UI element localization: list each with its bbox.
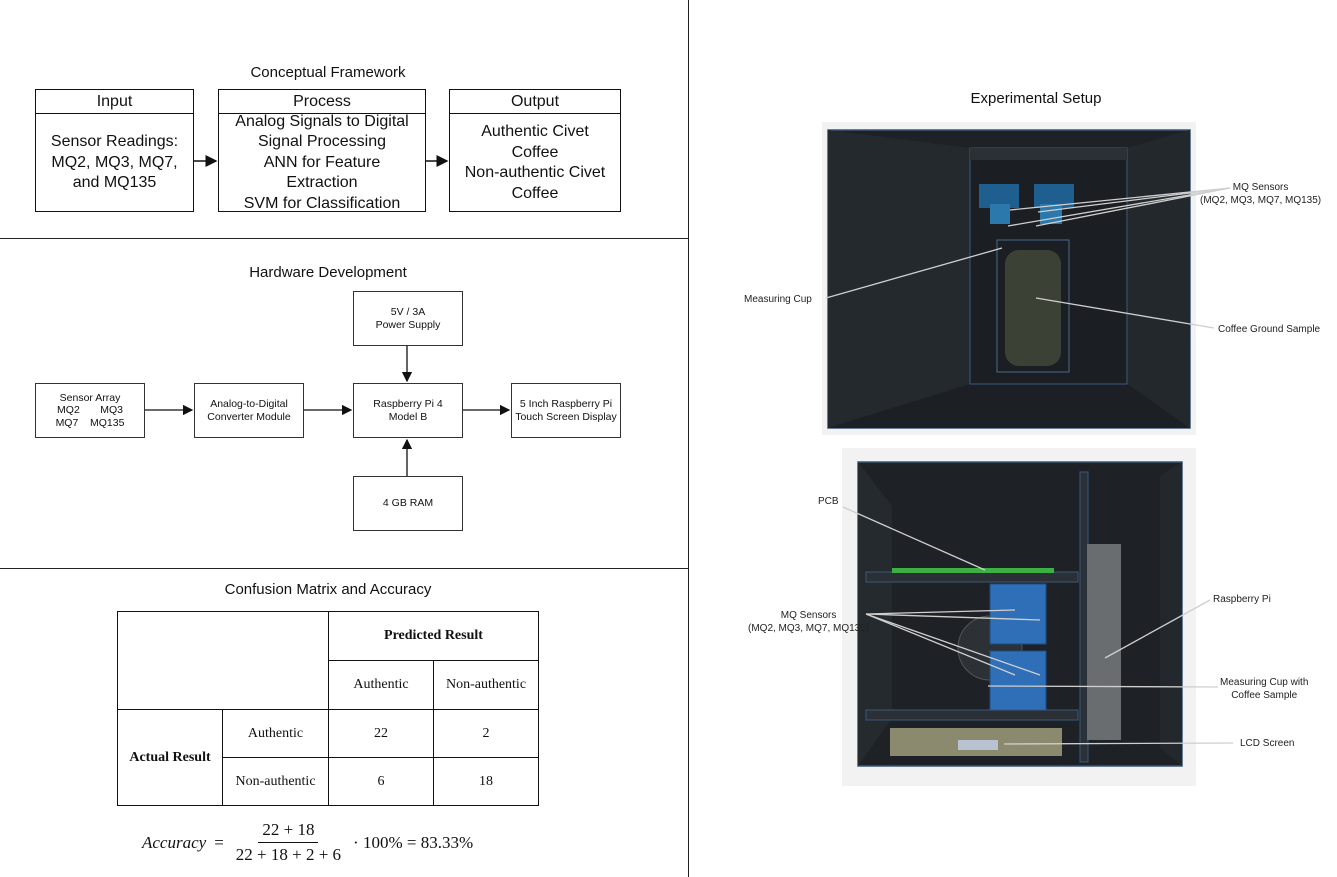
pi-line: Model B <box>388 410 428 423</box>
process-line: Analog Signals to Digital <box>235 114 409 130</box>
top-mq-sensors-label: MQ Sensors (MQ2, MQ3, MQ7, MQ135) <box>1200 181 1321 207</box>
label-line: Measuring Cup with <box>1220 677 1309 688</box>
top-measuring-cup-label: Measuring Cup <box>744 294 812 305</box>
confusion-matrix-table: Predicted Result Authentic Non-authentic… <box>117 611 539 806</box>
process-line: Signal Processing <box>257 133 387 151</box>
cell-tn: 18 <box>433 757 539 806</box>
fraction-denominator: 22 + 18 + 2 + 6 <box>235 845 342 864</box>
output-line: Coffee <box>511 143 559 161</box>
top-render-image <box>822 122 1196 435</box>
measuring-cup-coffee-label: Measuring Cup with Coffee Sample <box>1220 676 1308 702</box>
raspberry-pi-box: Raspberry Pi 4 Model B <box>353 383 463 438</box>
display-box: 5 Inch Raspberry Pi Touch Screen Display <box>511 383 621 438</box>
sensor-line: Sensor Array <box>59 391 121 404</box>
bottom-render-drawing <box>857 461 1183 767</box>
power-supply-box: 5V / 3A Power Supply <box>353 291 463 346</box>
fraction-numerator: 22 + 18 <box>258 820 319 843</box>
output-line: Non-authentic Civet <box>464 164 606 181</box>
cell-fp: 6 <box>328 757 434 806</box>
accuracy-result: · 100% = 83.33% <box>353 832 474 852</box>
vertical-divider <box>688 0 689 877</box>
process-line: SVM for Classification <box>243 194 401 212</box>
process-line: ANN for Feature <box>263 153 381 171</box>
input-box: Input Sensor Readings: MQ2, MQ3, MQ7, an… <box>35 89 194 212</box>
conceptual-framework-title: Conceptual Framework <box>250 64 406 81</box>
label-line: Coffee Sample <box>1231 690 1298 701</box>
empty-corner-cell <box>117 611 329 710</box>
adc-line: Analog-to-Digital <box>210 398 288 410</box>
power-line: Power Supply <box>375 318 441 331</box>
output-line: Authentic Civet <box>481 123 589 140</box>
label-line: (MQ2, MQ3, MQ7, MQ135) <box>748 623 870 634</box>
power-line: 5V / 3A <box>390 306 426 318</box>
lcd-screen-label: LCD Screen <box>1240 738 1295 749</box>
display-line: 5 Inch Raspberry Pi <box>519 398 613 410</box>
bottom-callout-lines <box>842 506 1234 745</box>
pi-line: Raspberry Pi 4 <box>373 398 443 410</box>
top-coffee-sample-label: Coffee Ground Sample <box>1218 324 1321 335</box>
experimental-setup-title: Experimental Setup <box>970 90 1102 107</box>
label-line: (MQ2, MQ3, MQ7, MQ135) <box>1200 195 1322 206</box>
ram-line: 4 GB RAM <box>382 497 434 510</box>
cell-tp: 22 <box>328 709 434 758</box>
accuracy-fraction: 22 + 18 22 + 18 + 2 + 6 <box>232 820 345 865</box>
predicted-authentic-header: Authentic <box>328 660 434 710</box>
bottom-mq-sensors-label: MQ Sensors (MQ2, MQ3, MQ7, MQ135) <box>748 609 869 635</box>
output-line: Coffee <box>511 184 559 202</box>
label-line: MQ Sensors <box>1232 182 1289 193</box>
bottom-render-image <box>842 448 1196 786</box>
cell-fn: 2 <box>433 709 539 758</box>
input-line: and MQ135 <box>72 174 157 192</box>
accuracy-label: Accuracy <box>142 832 207 852</box>
output-box-title: Output <box>450 90 620 114</box>
diagram-arrows <box>145 155 511 476</box>
predicted-nonauthentic-header: Non-authentic <box>433 660 539 710</box>
accuracy-formula: Accuracy = 22 + 18 22 + 18 + 2 + 6 · 100… <box>142 820 473 865</box>
raspberry-pi-label: Raspberry Pi <box>1213 594 1271 605</box>
pcb-label: PCB <box>818 496 839 507</box>
input-box-title: Input <box>36 90 193 114</box>
predicted-result-header: Predicted Result <box>328 611 539 661</box>
adc-box: Analog-to-Digital Converter Module <box>194 383 304 438</box>
ram-box: 4 GB RAM <box>353 476 463 531</box>
hardware-development-title: Hardware Development <box>249 264 407 281</box>
horizontal-divider-2 <box>0 568 688 569</box>
sensor-line: MQ7 MQ135 <box>55 416 125 429</box>
sensor-line: MQ2 MQ3 <box>57 404 123 417</box>
process-box-title: Process <box>219 90 425 114</box>
top-callout-lines <box>825 187 1231 329</box>
input-line: MQ2, MQ3, MQ7, <box>51 153 178 171</box>
adc-line: Converter Module <box>207 410 291 423</box>
equals-sign: = <box>214 832 224 852</box>
actual-nonauthentic-header: Non-authentic <box>222 757 329 806</box>
actual-authentic-header: Authentic <box>222 709 329 758</box>
display-line: Touch Screen Display <box>515 410 617 423</box>
process-box: Process Analog Signals to Digital Signal… <box>218 89 426 212</box>
actual-result-header: Actual Result <box>117 709 223 806</box>
input-line: Sensor Readings: <box>50 133 179 151</box>
process-line: Extraction <box>286 174 358 192</box>
output-box: Output Authentic Civet Coffee Non-authen… <box>449 89 621 212</box>
sensor-array-box: Sensor Array MQ2 MQ3 MQ7 MQ135 <box>35 383 145 438</box>
label-line: MQ Sensors <box>780 610 837 621</box>
top-render-drawing <box>827 129 1191 429</box>
confusion-matrix-title: Confusion Matrix and Accuracy <box>224 581 432 598</box>
horizontal-divider-1 <box>0 238 688 239</box>
